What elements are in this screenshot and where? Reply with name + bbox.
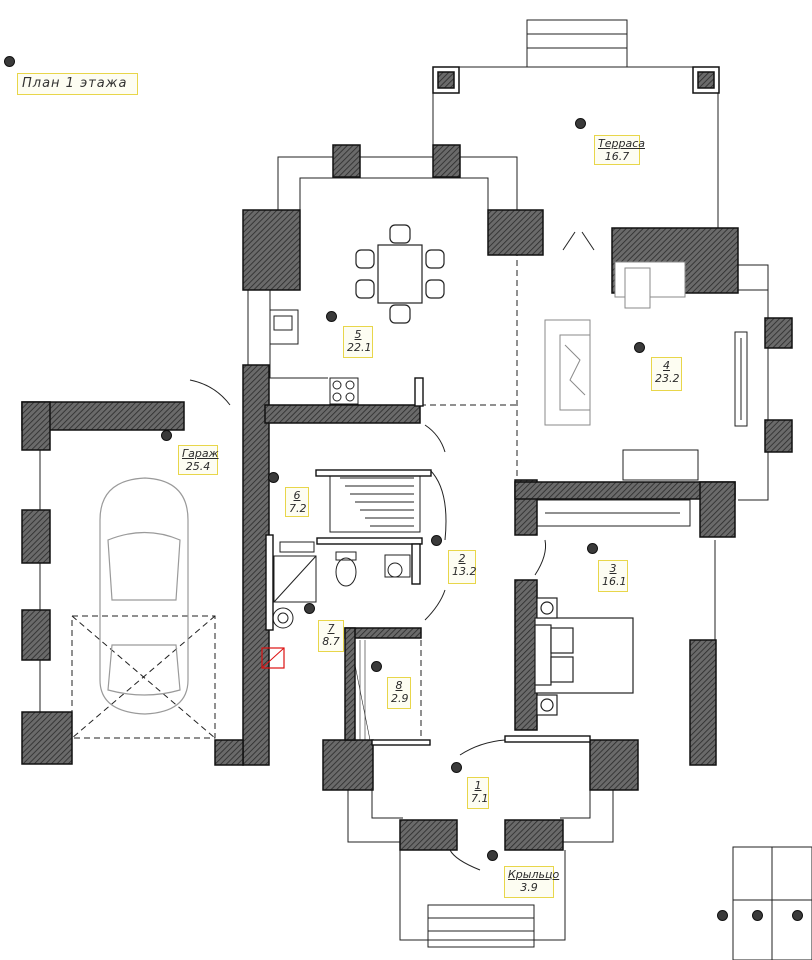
- marker-porch: [487, 850, 498, 861]
- marker-garage: [161, 430, 172, 441]
- car: [99, 477, 189, 715]
- thin-outlines: [39, 19, 812, 960]
- marker-2: [431, 535, 442, 546]
- marker-terrace: [575, 118, 586, 129]
- marker-grid-1: [717, 910, 728, 921]
- marker-1: [451, 762, 462, 773]
- marker-4: [634, 342, 645, 353]
- marker-6: [268, 472, 279, 483]
- columns: [432, 66, 720, 94]
- bed: [534, 597, 634, 716]
- marker-8: [371, 661, 382, 672]
- dining-table: [355, 224, 445, 324]
- marker-grid-2: [752, 910, 763, 921]
- marker-3: [587, 543, 598, 554]
- thin-walls: [265, 377, 591, 746]
- marker-5: [326, 311, 337, 322]
- marker-grid-3: [792, 910, 803, 921]
- plan-title: План 1 этажа: [17, 73, 138, 95]
- living-furniture: [544, 261, 686, 426]
- marker-title: [4, 56, 15, 67]
- marker-7: [304, 603, 315, 614]
- red-box: [261, 647, 285, 669]
